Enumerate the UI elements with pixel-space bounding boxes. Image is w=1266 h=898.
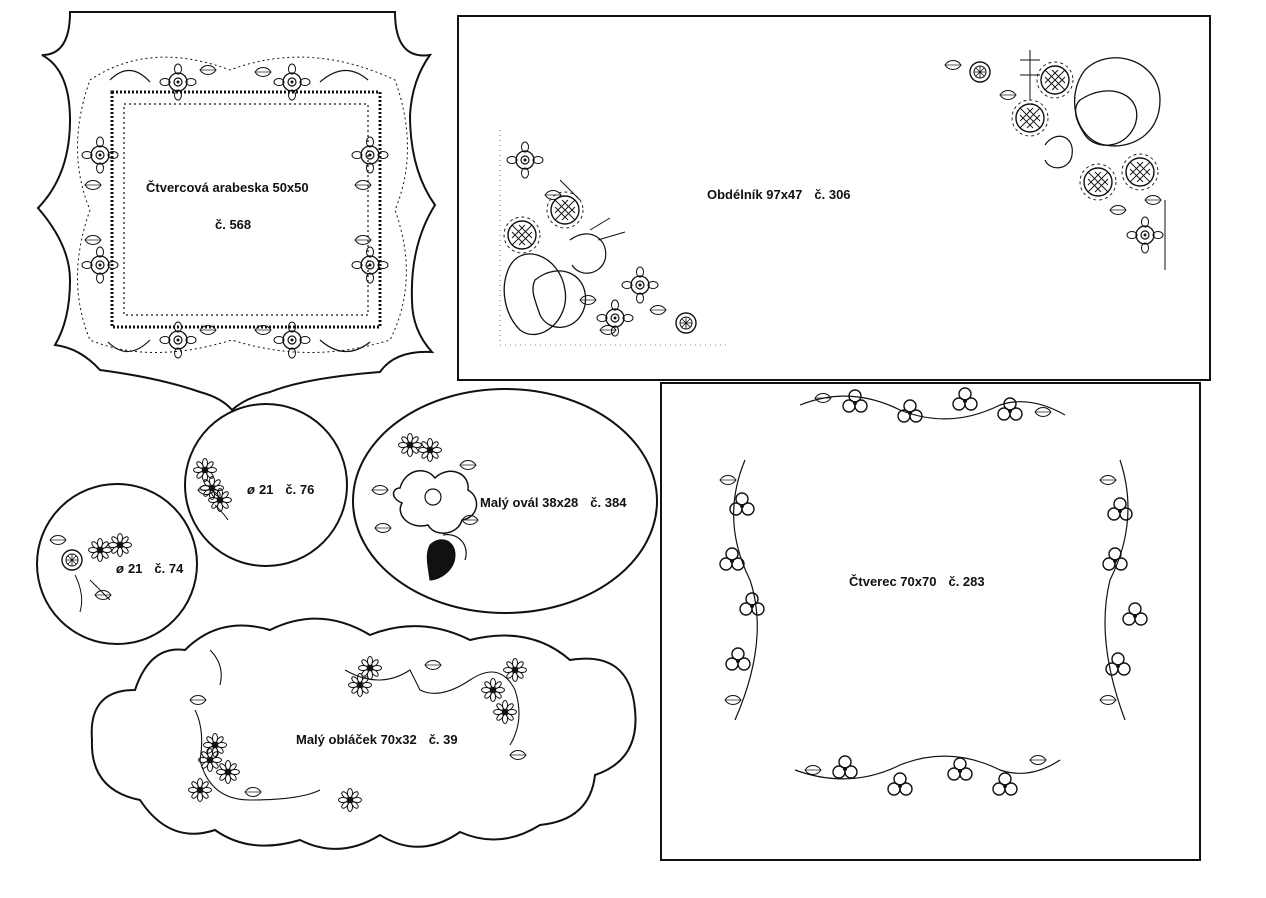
obdelnik-frame xyxy=(457,15,1211,381)
ctverec-frame xyxy=(660,382,1201,861)
kruh74-motif xyxy=(49,533,132,613)
ctverec-border-top xyxy=(799,387,1066,423)
obdelnik-corner-motif-left xyxy=(499,130,730,346)
oval-motif xyxy=(371,433,479,581)
arabeska-inner-square xyxy=(110,90,382,329)
kruh74-frame xyxy=(36,483,198,645)
arabeska-title: Čtvercová arabeska 50x50 xyxy=(146,180,309,195)
ctverec-border-right xyxy=(1099,459,1148,721)
kruh76-frame xyxy=(184,403,348,567)
obdelnik-corner-motif-right xyxy=(944,50,1166,270)
arabeska-number: č. 568 xyxy=(215,217,252,232)
arabeska-motifs xyxy=(81,63,389,359)
oblacek-motif xyxy=(188,649,527,812)
arabeska-frame xyxy=(36,11,437,412)
ctverec-border-bottom xyxy=(794,755,1061,796)
oval-frame xyxy=(352,388,658,614)
kruh76-motif xyxy=(193,458,232,521)
oblacek-frame xyxy=(90,617,637,850)
ctverec-border-left xyxy=(719,459,765,721)
